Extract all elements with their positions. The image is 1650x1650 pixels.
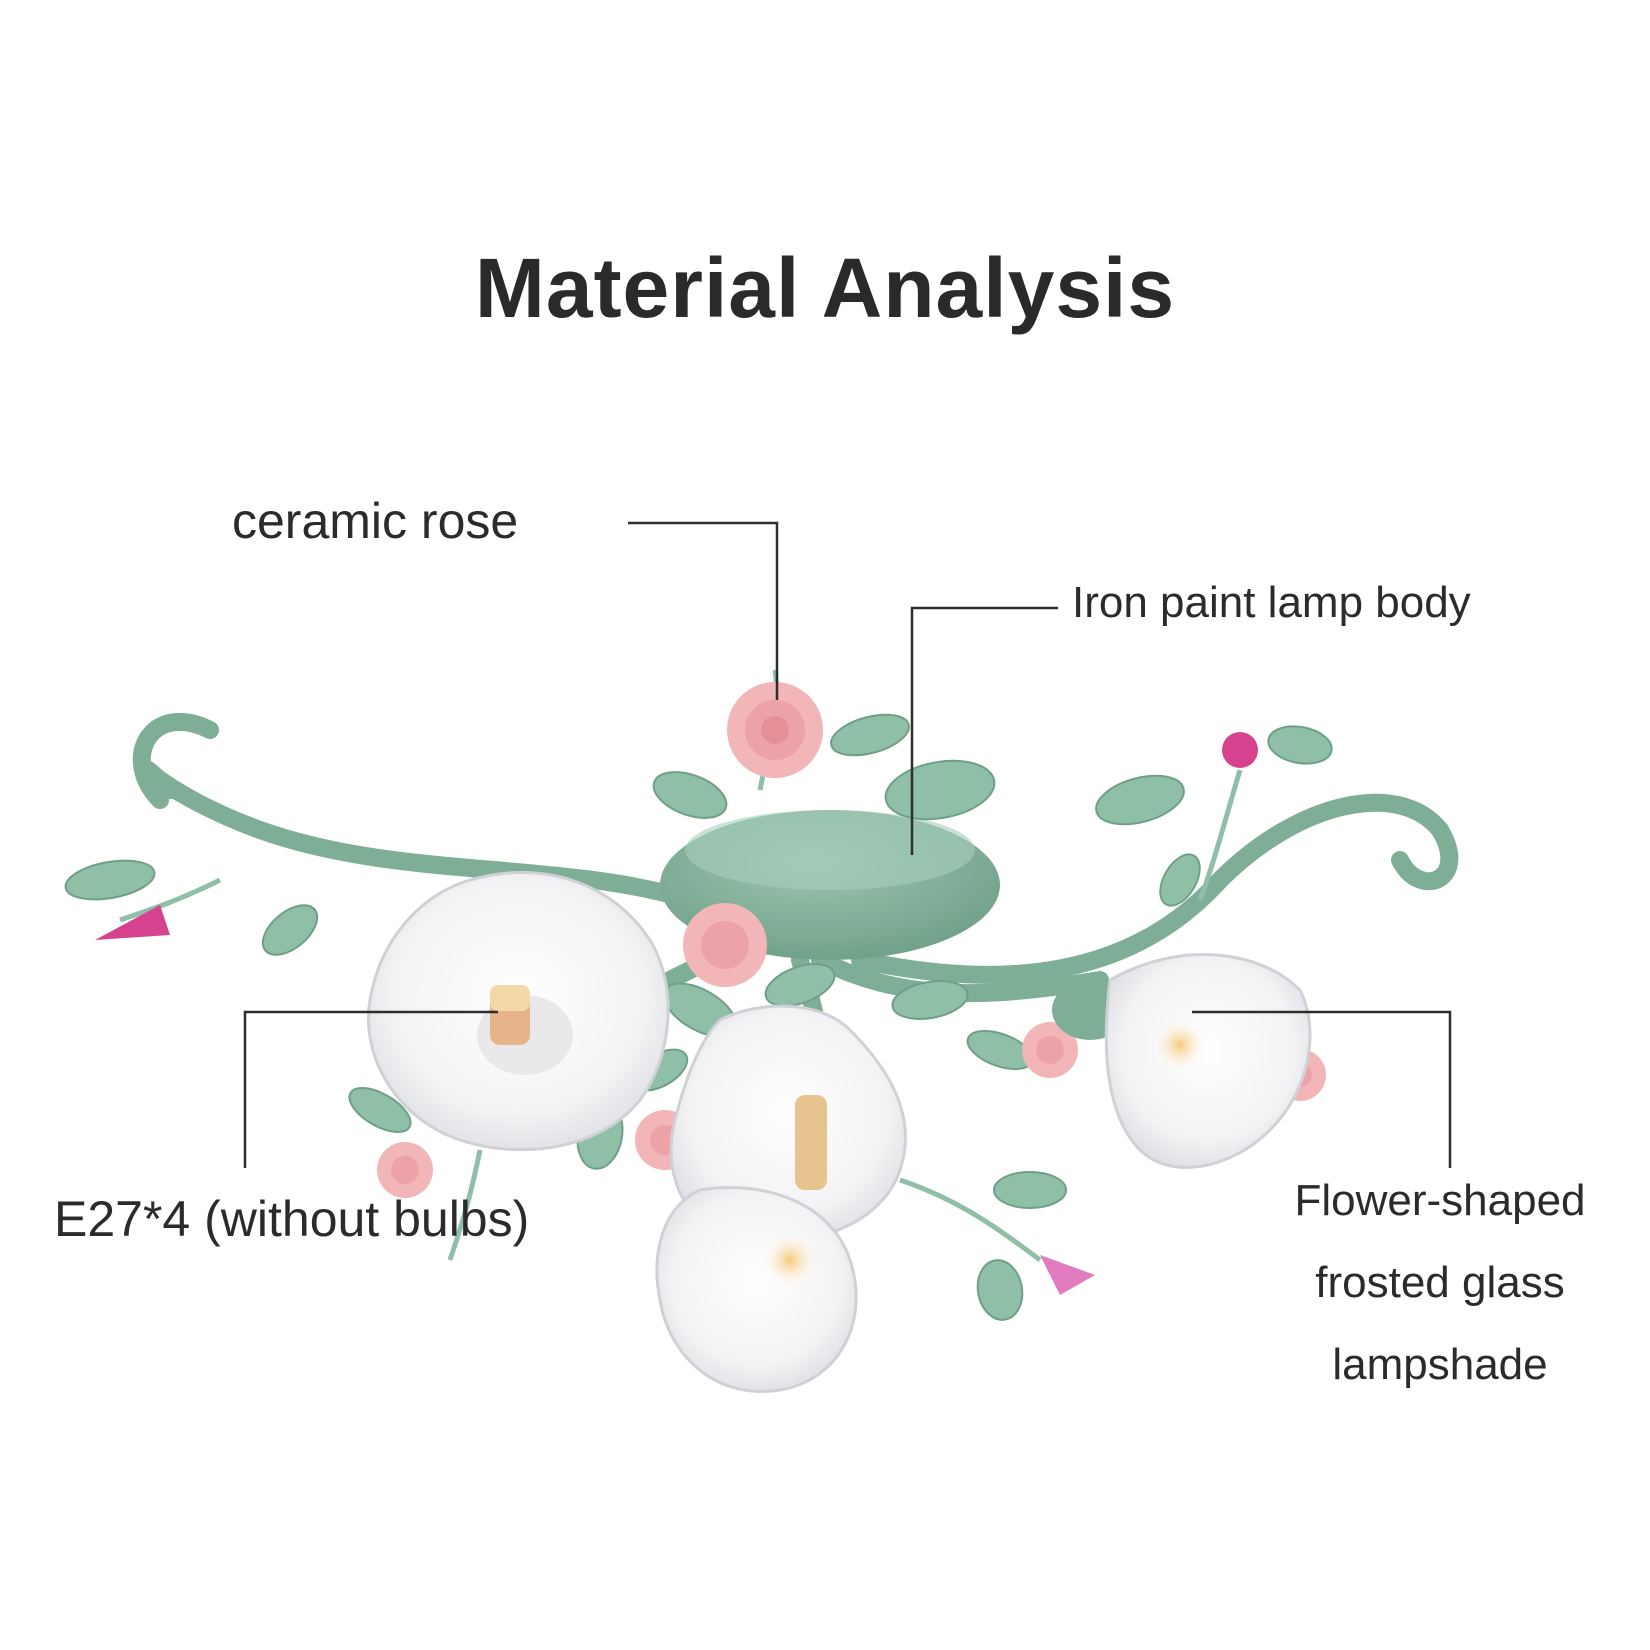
- bulb-socket-center: [795, 1095, 827, 1190]
- magenta-buds: [95, 732, 1258, 1295]
- leader-ceramic-rose: [628, 521, 779, 700]
- leaves: [64, 713, 1333, 1321]
- leader-lamp-body: [910, 606, 1058, 855]
- right-arm-curl: [1391, 821, 1459, 891]
- thin-stems: [119, 669, 1243, 1263]
- label-sockets: E27*4 (without bulbs): [54, 1191, 530, 1247]
- right-arm: [851, 793, 1449, 984]
- label-ceramic-rose: ceramic rose: [232, 493, 519, 549]
- leader-sockets: [243, 1010, 498, 1168]
- left-arm-curl: [132, 713, 219, 809]
- lampshade-right: [1052, 953, 1312, 1169]
- left-arm: [137, 760, 699, 909]
- label-lampshade-line3: lampshade: [1332, 1340, 1548, 1389]
- lampshade-left: [367, 871, 670, 1152]
- label-lampshade: Flower-shaped frosted glass lampshade: [1250, 1160, 1630, 1406]
- page-title: Material Analysis: [474, 241, 1176, 335]
- label-lampshade-line1: Flower-shaped: [1294, 1176, 1586, 1225]
- rose-top: [727, 682, 823, 778]
- rose-center: [683, 903, 767, 987]
- label-lampshade-line2: frosted glass: [1315, 1258, 1565, 1307]
- label-lamp-body: Iron paint lamp body: [1072, 578, 1471, 627]
- lampshade-center: [669, 1004, 907, 1244]
- leader-shade: [1192, 1010, 1452, 1168]
- rose-left: [377, 1142, 433, 1198]
- lampshade-bottom: [655, 1186, 858, 1393]
- rose-right: [1022, 1022, 1078, 1078]
- leader-lines: [243, 521, 1452, 1168]
